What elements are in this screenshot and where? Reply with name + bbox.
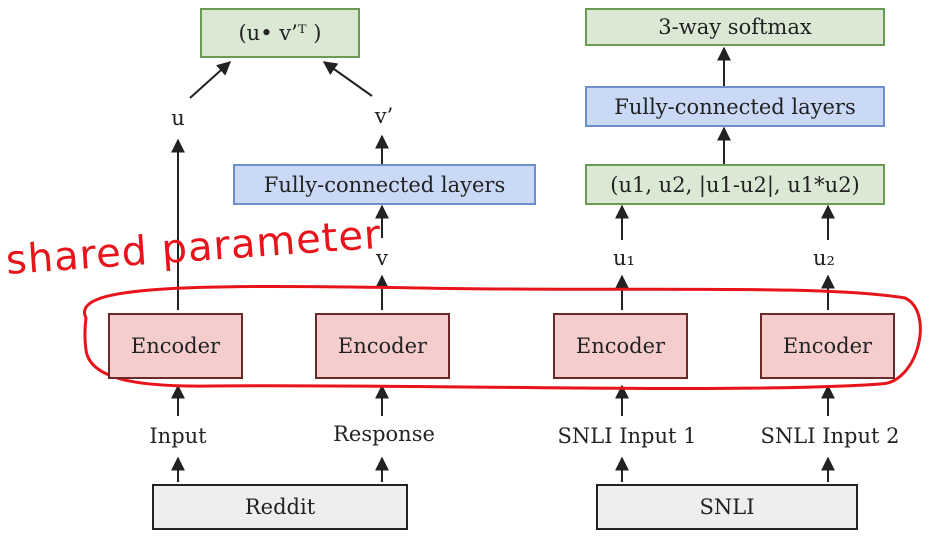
- encoder-4-box: Encoder: [760, 313, 895, 379]
- left-fc-layers-text: Fully-connected layers: [263, 172, 506, 197]
- encoder-3-text: Encoder: [575, 334, 666, 358]
- reddit-text: Reddit: [244, 495, 316, 519]
- shared-parameter-loop: [83, 285, 922, 391]
- snli-text: SNLI: [699, 495, 755, 519]
- arrow-u-to-top: [189, 61, 232, 99]
- reddit-box: Reddit: [152, 484, 408, 530]
- input-label: Input: [149, 424, 207, 448]
- encoder-4-text: Encoder: [782, 334, 873, 358]
- u-label: u: [171, 106, 185, 130]
- snli-box: SNLI: [596, 484, 858, 530]
- right-fc-layers-text: Fully-connected layers: [614, 94, 856, 119]
- softmax-box: 3-way softmax: [585, 8, 885, 46]
- v-label: v: [376, 246, 388, 270]
- dot-product-text: (u• v’ᵀ ): [238, 21, 322, 45]
- vprime-label: v’: [374, 104, 394, 128]
- response-label: Response: [333, 422, 435, 446]
- softmax-text: 3-way softmax: [658, 15, 812, 39]
- encoder-2-box: Encoder: [315, 313, 450, 379]
- right-fc-layers-box: Fully-connected layers: [585, 86, 885, 127]
- encoder-3-box: Encoder: [553, 313, 688, 379]
- snli-input-1-label: SNLI Input 1: [557, 424, 697, 448]
- u1-label: u₁: [613, 246, 635, 270]
- u2-label: u₂: [813, 246, 835, 270]
- encoder-1-text: Encoder: [130, 334, 221, 358]
- dot-product-box: (u• v’ᵀ ): [200, 8, 360, 58]
- encoder-1-box: Encoder: [108, 313, 243, 379]
- arrow-vprime-to-top: [322, 61, 373, 97]
- snli-input-2-label: SNLI Input 2: [760, 424, 900, 448]
- combine-box: (u1, u2, |u1-u2|, u1*u2): [585, 164, 885, 205]
- encoder-2-text: Encoder: [337, 334, 428, 358]
- combine-text: (u1, u2, |u1-u2|, u1*u2): [610, 172, 860, 197]
- left-fc-layers-box: Fully-connected layers: [233, 164, 536, 205]
